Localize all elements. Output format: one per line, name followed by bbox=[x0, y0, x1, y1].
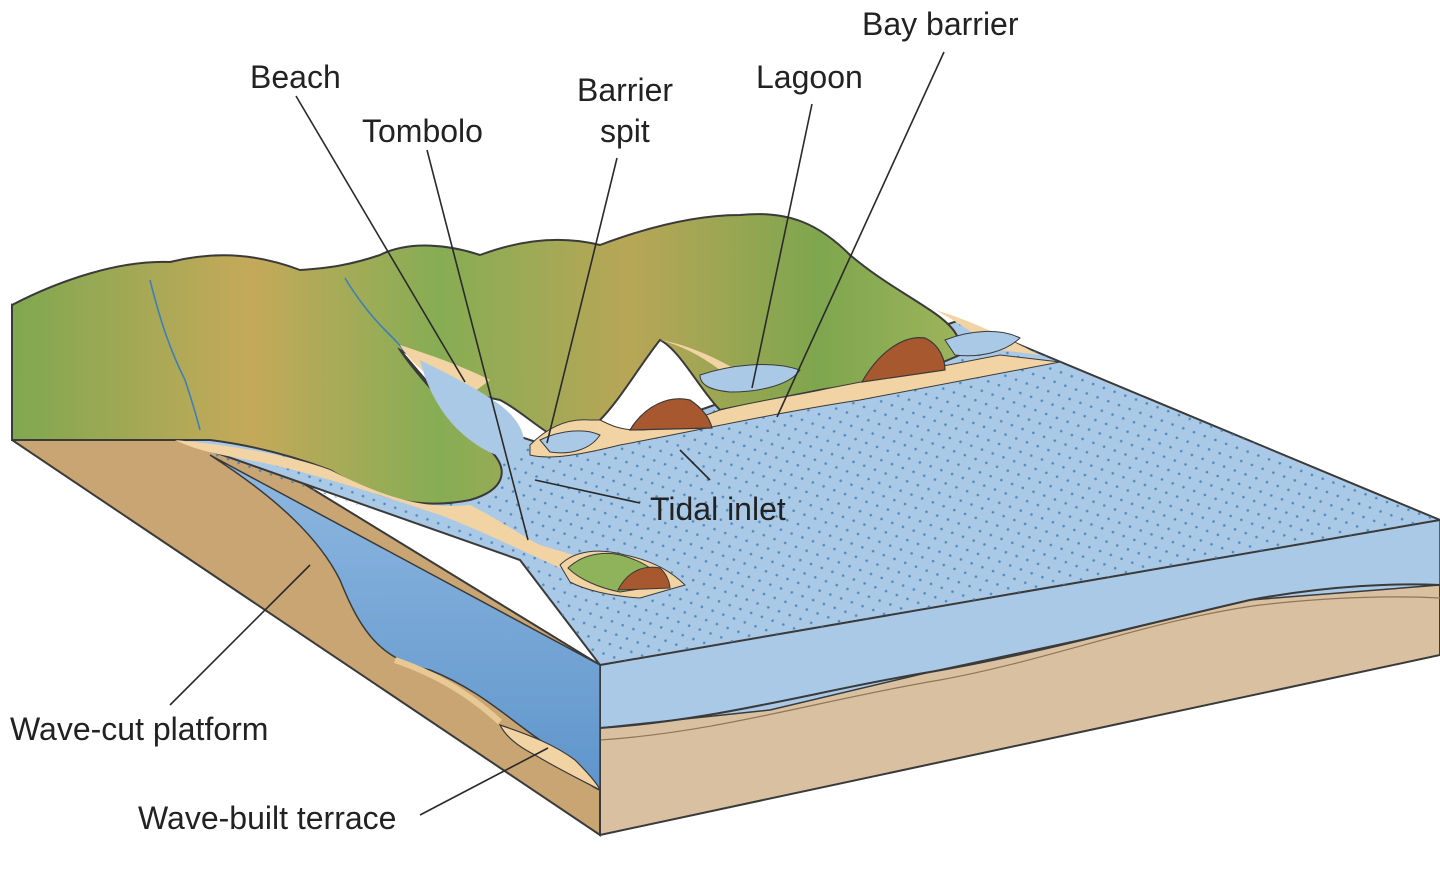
stream-right bbox=[344, 277, 406, 353]
label-beach: Beach bbox=[250, 59, 341, 95]
label-barrier-spit-line1: Barrier bbox=[577, 72, 673, 108]
label-tidal-inlet: Tidal inlet bbox=[650, 491, 786, 527]
label-wave-built-terrace: Wave-built terrace bbox=[138, 800, 396, 836]
lagoon-water bbox=[699, 364, 801, 393]
labels: Beach Tombolo Barrier spit Lagoon Bay ba… bbox=[10, 6, 1019, 836]
label-lagoon: Lagoon bbox=[756, 59, 863, 95]
leader-beach bbox=[295, 95, 466, 383]
label-tombolo: Tombolo bbox=[362, 113, 483, 149]
stream-left bbox=[149, 279, 201, 431]
leader-lines bbox=[169, 51, 945, 816]
leader-tidal-inlet-a bbox=[534, 479, 641, 504]
label-barrier-spit-line2: spit bbox=[600, 113, 650, 149]
leader-lagoon bbox=[751, 103, 813, 389]
label-bay-barrier: Bay barrier bbox=[862, 6, 1019, 42]
leader-bay-barrier bbox=[776, 51, 945, 418]
island bbox=[559, 550, 686, 599]
leader-wave-cut-platform bbox=[169, 564, 311, 706]
wave-built-terrace-wedge bbox=[498, 723, 602, 792]
leader-barrier-spit bbox=[546, 157, 618, 444]
lagoons bbox=[420, 330, 1021, 457]
leader-tombolo bbox=[426, 149, 529, 541]
sea-cliffs bbox=[628, 337, 946, 431]
leader-tidal-inlet-b bbox=[679, 449, 711, 481]
leader-wave-built-terrace bbox=[419, 747, 549, 816]
label-wave-cut-platform: Wave-cut platform bbox=[10, 711, 268, 747]
